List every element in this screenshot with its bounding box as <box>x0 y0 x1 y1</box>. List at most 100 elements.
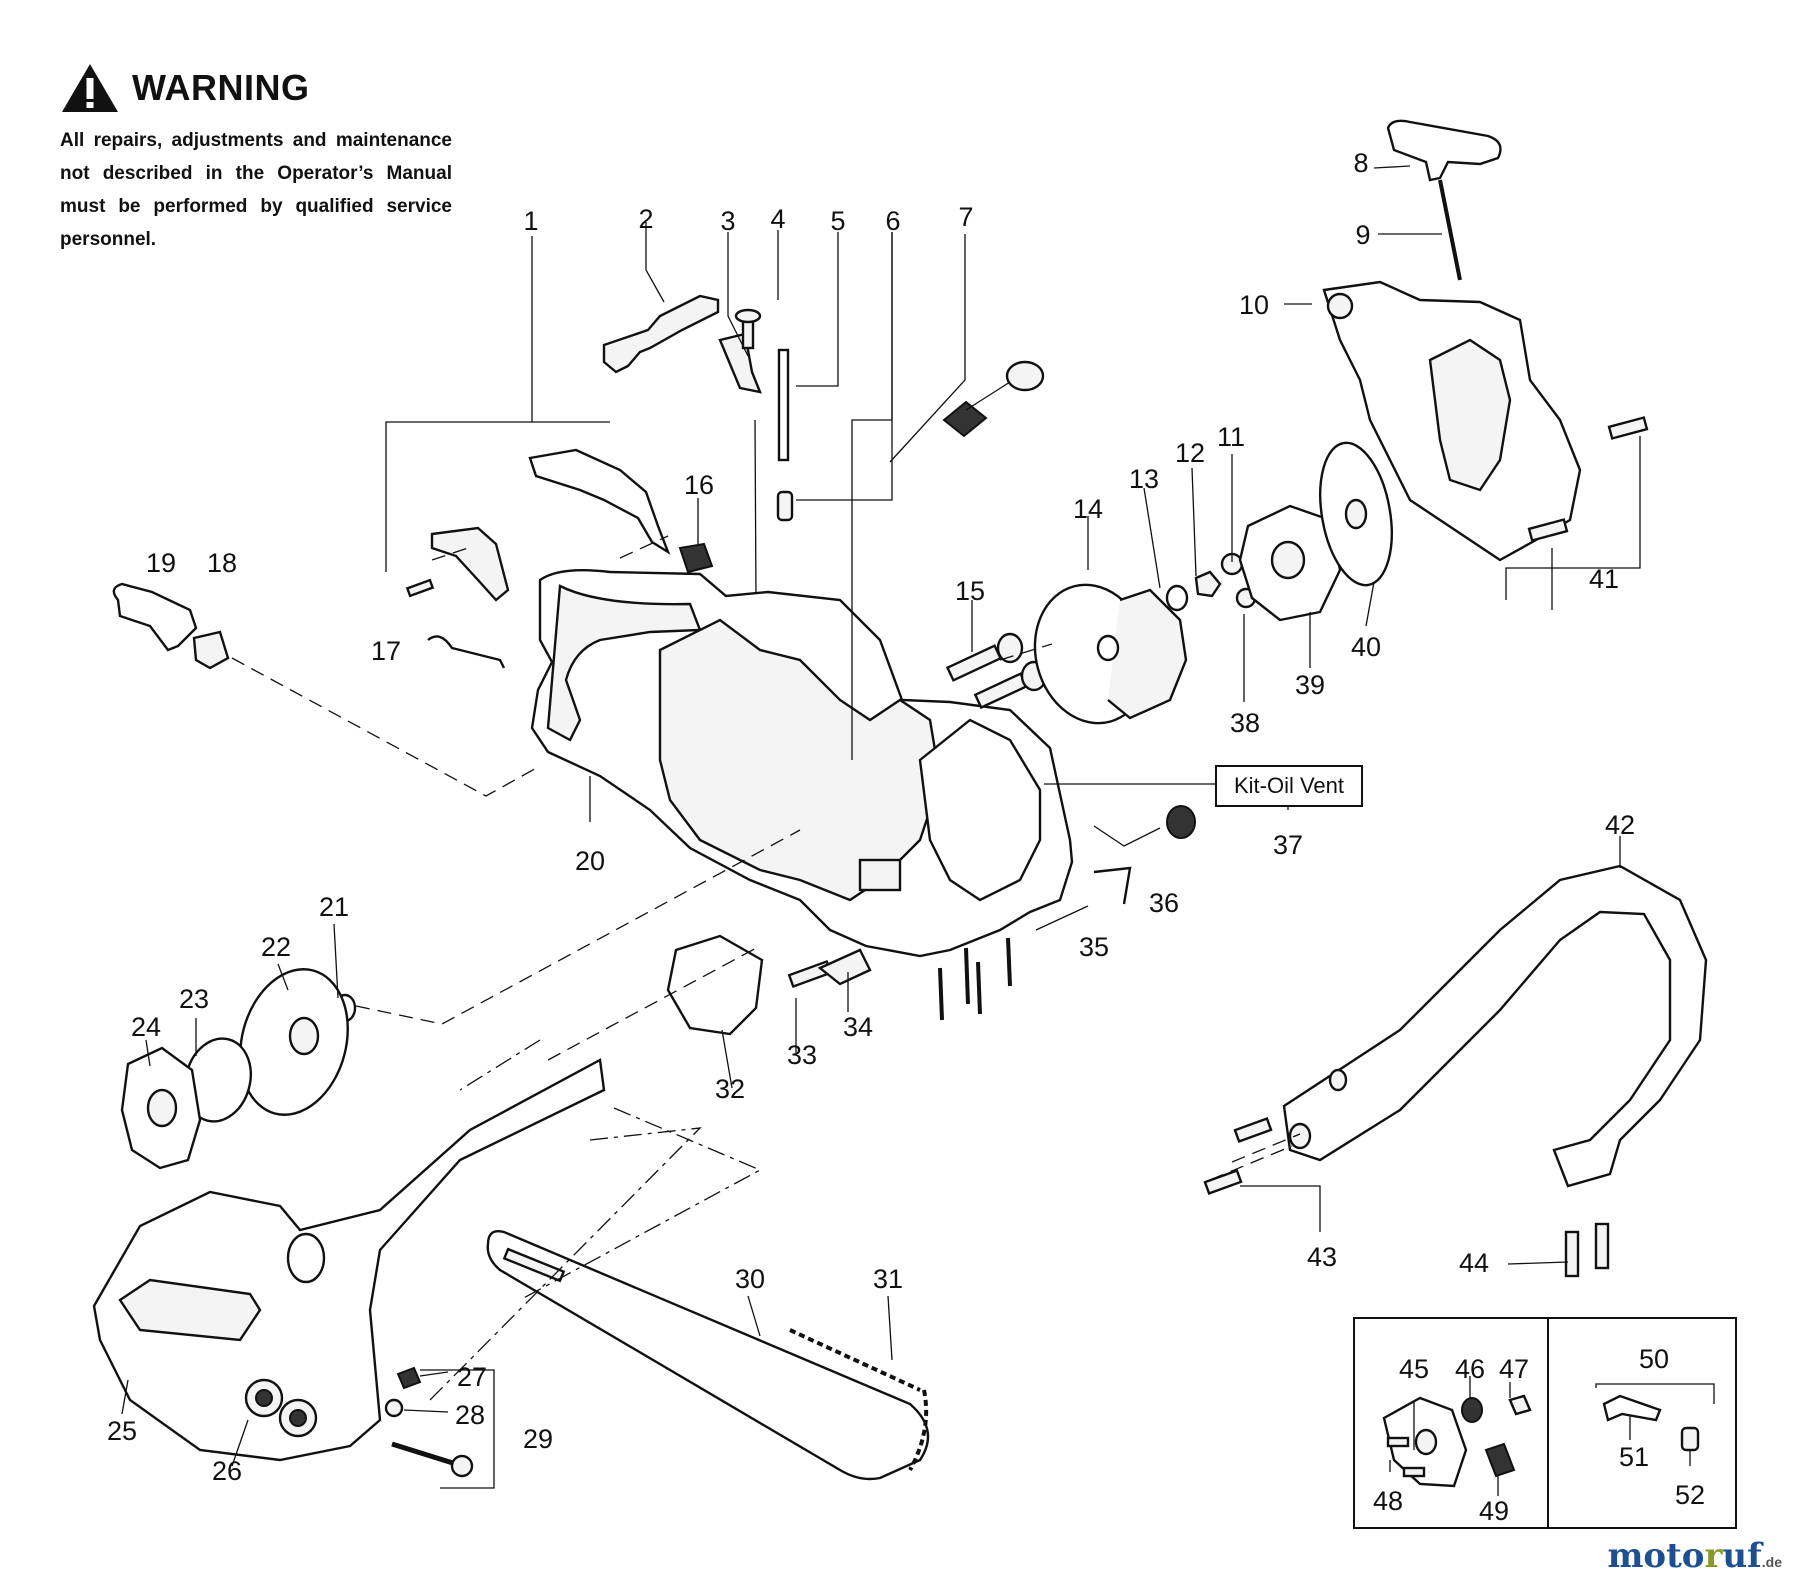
kit-oil-vent-box: Kit-Oil Vent <box>1215 765 1363 807</box>
label-24: 24 <box>131 1012 161 1042</box>
part-47-fitting <box>1508 1394 1532 1416</box>
label-36: 36 <box>1149 888 1179 918</box>
label-21: 21 <box>319 892 349 922</box>
label-14: 14 <box>1073 494 1103 524</box>
label-38: 38 <box>1230 708 1260 738</box>
part-27-28-tensioner <box>384 1366 422 1418</box>
watermark-tld: .de <box>1761 1554 1782 1570</box>
part-32-chain-plate <box>666 934 764 1036</box>
part-30-guide-bar <box>486 1230 930 1481</box>
part-36-oil-vent <box>1093 805 1196 905</box>
leader-lines <box>121 165 1641 1489</box>
part-5-throttle-rod <box>754 348 790 601</box>
part-25-clutch-cover <box>92 1058 606 1462</box>
label-37: 37 <box>1273 830 1303 860</box>
part-34-bracket <box>817 948 872 986</box>
label-33: 33 <box>787 1040 817 1070</box>
watermark-part1: moto <box>1607 1536 1705 1576</box>
part-3-spring-clip <box>718 332 762 394</box>
part-12-nut <box>1194 570 1222 598</box>
part-15-screws <box>945 632 1048 710</box>
part-46-spring <box>1461 1397 1483 1423</box>
label-27: 27 <box>457 1362 487 1392</box>
watermark-logo: motoruf.de <box>1607 1536 1782 1576</box>
part-48-screws <box>1386 1436 1426 1478</box>
label-1: 1 <box>523 206 538 236</box>
part-42-front-handle <box>1282 864 1708 1188</box>
part-52-fitting <box>1680 1426 1700 1452</box>
label-10: 10 <box>1239 290 1269 320</box>
label-25: 25 <box>107 1416 137 1446</box>
label-30: 30 <box>735 1264 765 1294</box>
part-26-nuts <box>255 1389 307 1427</box>
part-39-pulley-hub <box>1238 504 1342 622</box>
label-6: 6 <box>885 206 900 236</box>
warning-notice: WARNING All repairs, adjustments and mai… <box>60 62 460 256</box>
warning-title: WARNING <box>132 67 310 108</box>
label-31: 31 <box>873 1264 903 1294</box>
warning-heading: WARNING <box>60 62 460 114</box>
label-17: 17 <box>371 636 401 666</box>
part-40-starter-pulley <box>1319 441 1393 587</box>
label-51: 51 <box>1619 1442 1649 1472</box>
label-35: 35 <box>1079 932 1109 962</box>
label-7: 7 <box>958 202 973 232</box>
part-43-screws <box>1203 1117 1273 1195</box>
part-51-oil-hose <box>1602 1394 1662 1422</box>
label-48: 48 <box>1373 1486 1403 1516</box>
part-44-screws <box>1564 1222 1610 1278</box>
label-23: 23 <box>179 984 209 1014</box>
part-8-starter-handle <box>1386 119 1502 182</box>
inset-panel <box>1353 1317 1737 1529</box>
label-16: 16 <box>684 470 714 500</box>
label-18: 18 <box>207 548 237 578</box>
part-20-crankcase-housing <box>530 569 1074 958</box>
part-labels: 1 2 3 4 5 6 7 8 9 10 11 12 13 14 15 16 1… <box>107 148 1705 1526</box>
part-35-screws <box>938 937 1012 1021</box>
watermark-part3: uf <box>1722 1536 1762 1576</box>
warning-text: All repairs, adjustments and maintenance… <box>60 130 452 250</box>
assembly-lines <box>231 535 1301 1401</box>
label-45: 45 <box>1399 1354 1429 1384</box>
part-16-clip <box>678 542 714 574</box>
part-6-fitting <box>776 490 794 522</box>
part-19-handle-bracket <box>112 582 198 652</box>
part-18-clip <box>192 630 230 670</box>
label-26: 26 <box>212 1456 242 1486</box>
label-9: 9 <box>1355 220 1370 250</box>
label-28: 28 <box>455 1400 485 1430</box>
part-22-clutch-drum <box>239 968 349 1116</box>
part-9-starter-rope <box>1438 179 1462 281</box>
part-2-throttle-lock <box>602 294 720 374</box>
part-4-screw <box>734 308 762 350</box>
label-19: 19 <box>146 548 176 578</box>
part-31-saw-chain <box>789 1328 929 1471</box>
label-39: 39 <box>1295 670 1325 700</box>
label-52: 52 <box>1675 1480 1705 1510</box>
part-49-pickup <box>1484 1442 1516 1478</box>
label-12: 12 <box>1175 438 1205 468</box>
label-50: 50 <box>1639 1344 1669 1374</box>
label-41: 41 <box>1589 564 1619 594</box>
label-42: 42 <box>1605 810 1635 840</box>
label-22: 22 <box>261 932 291 962</box>
label-34: 34 <box>843 1012 873 1042</box>
label-11: 11 <box>1217 422 1245 452</box>
label-32: 32 <box>715 1074 745 1104</box>
label-5: 5 <box>830 206 845 236</box>
part-7-oil-cap <box>942 360 1045 438</box>
label-47: 47 <box>1499 1354 1529 1384</box>
part-41-screws <box>1527 416 1649 542</box>
label-29: 29 <box>523 1424 553 1454</box>
label-44: 44 <box>1459 1248 1489 1278</box>
label-4: 4 <box>770 204 785 234</box>
label-46: 46 <box>1455 1354 1485 1384</box>
part-17-spring <box>427 635 506 669</box>
label-20: 20 <box>575 846 605 876</box>
label-15: 15 <box>955 576 985 606</box>
part-24-clutch <box>120 1046 202 1170</box>
part-29-tension-screw <box>391 1441 474 1478</box>
label-40: 40 <box>1351 632 1381 662</box>
part-45-oil-pump <box>1382 1396 1468 1488</box>
